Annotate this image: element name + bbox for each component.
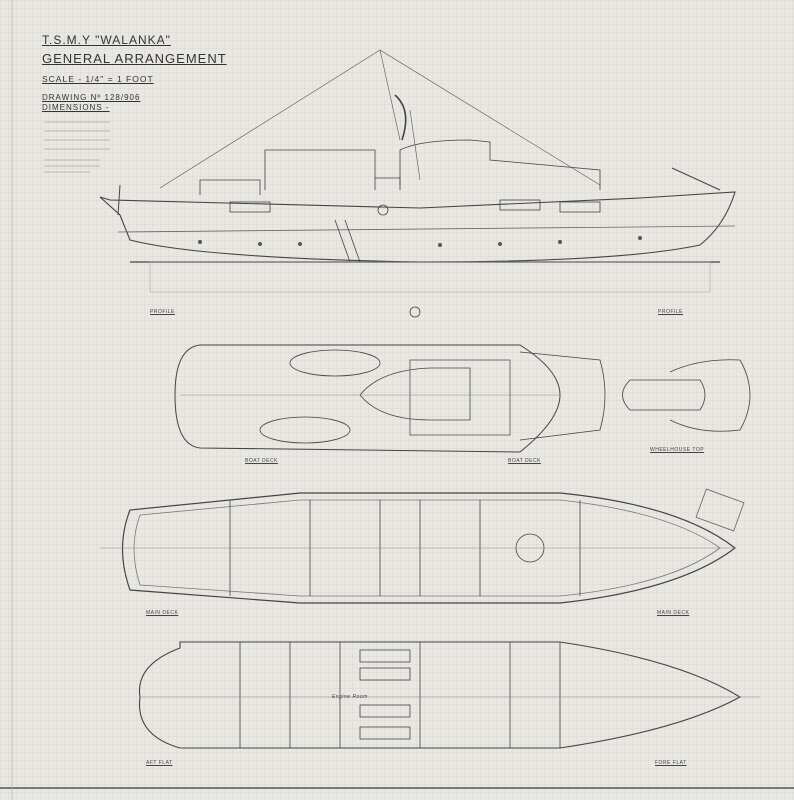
drawing-title: GENERAL ARRANGEMENT xyxy=(42,51,227,66)
main-deck-plan xyxy=(100,488,745,604)
label-boat-deck-right: BOAT DECK xyxy=(508,458,541,464)
label-wheelhouse-top: WHEELHOUSE TOP xyxy=(650,447,705,453)
profile-view xyxy=(99,49,736,293)
label-profile-left: PROFILE xyxy=(150,309,175,315)
boat-deck-plan xyxy=(174,344,606,453)
label-fore-flat: FORE FLAT xyxy=(655,760,687,766)
drawing-number: DRAWING Nº 128/906 xyxy=(42,93,141,102)
label-profile-right: PROFILE xyxy=(658,309,683,315)
label-engine-room: Engine Room xyxy=(332,694,368,700)
label-boat-deck-left: BOAT DECK xyxy=(245,458,278,464)
dimensions-heading: DIMENSIONS - xyxy=(42,103,110,112)
label-main-deck-right: MAIN DECK xyxy=(657,610,690,616)
compass-rose-icon xyxy=(409,306,421,318)
aft-fore-flat-plan xyxy=(138,641,760,749)
label-aft-flat: AFT FLAT xyxy=(146,760,173,766)
wheelhouse-top-plan xyxy=(622,359,751,432)
scale-note: SCALE - 1/4" = 1 FOOT xyxy=(42,74,154,84)
vessel-title: T.S.M.Y "WALANKA" xyxy=(42,33,171,47)
label-main-deck-left: MAIN DECK xyxy=(146,610,179,616)
dimensions-list xyxy=(44,121,110,173)
